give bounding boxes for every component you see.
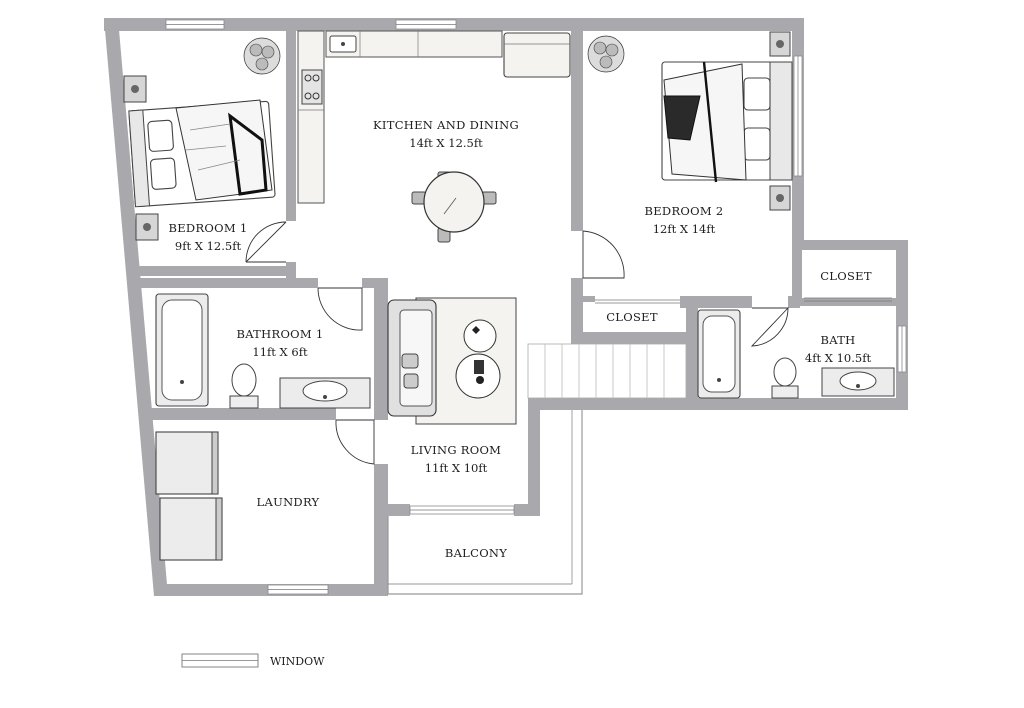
- vanity-sink-2: [821, 367, 895, 397]
- size-living: 11ft X 10ft: [425, 461, 488, 475]
- plant-icon: [243, 37, 281, 75]
- bed-1: [128, 99, 276, 208]
- refrigerator: [503, 32, 571, 78]
- legend-window-label: WINDOW: [270, 655, 325, 668]
- size-bedroom2: 12ft X 14ft: [653, 222, 716, 236]
- faucet-icon: [341, 42, 345, 46]
- doors: [245, 221, 892, 465]
- stairs: [527, 343, 687, 399]
- bathtub-2: [697, 309, 741, 399]
- sofa: [387, 299, 437, 417]
- walls: [104, 18, 908, 596]
- lamp-icon: [143, 223, 151, 231]
- dryer: [159, 497, 223, 561]
- label-living: LIVING ROOM: [411, 443, 502, 457]
- bathtub-1: [155, 293, 209, 407]
- lamp-icon: [131, 85, 139, 93]
- label-bathroom1: BATHROOM 1: [236, 327, 323, 341]
- label-laundry: LAUNDRY: [257, 495, 320, 509]
- label-closet-1: CLOSET: [606, 310, 658, 324]
- lamp-icon: [776, 194, 784, 202]
- label-balcony: BALCONY: [445, 546, 507, 560]
- washer: [155, 431, 219, 495]
- bed-2: [661, 61, 793, 183]
- size-bedroom1: 9ft X 12.5ft: [175, 239, 242, 253]
- windows: [165, 19, 907, 595]
- label-kitchen: KITCHEN AND DINING: [373, 118, 519, 132]
- vanity-sink-1: [279, 377, 371, 409]
- balcony-railing: [387, 410, 583, 595]
- plant-icon: [587, 35, 625, 73]
- toilet-1: [229, 363, 259, 409]
- label-bath: BATH: [820, 333, 855, 347]
- coffee-table-icon: [455, 319, 501, 399]
- toilet-2: [771, 357, 799, 399]
- size-bath: 4ft X 10.5ft: [805, 351, 872, 365]
- legend: WINDOW: [181, 653, 325, 668]
- size-bathroom1: 11ft X 6ft: [252, 345, 308, 359]
- dining-table: [411, 171, 497, 243]
- label-closet-2: CLOSET: [820, 269, 872, 283]
- label-bedroom1: BEDROOM 1: [168, 221, 247, 235]
- lamp-icon: [776, 40, 784, 48]
- label-bedroom2: BEDROOM 2: [644, 204, 723, 218]
- stove-icon: [301, 69, 323, 105]
- size-kitchen: 14ft X 12.5ft: [409, 136, 483, 150]
